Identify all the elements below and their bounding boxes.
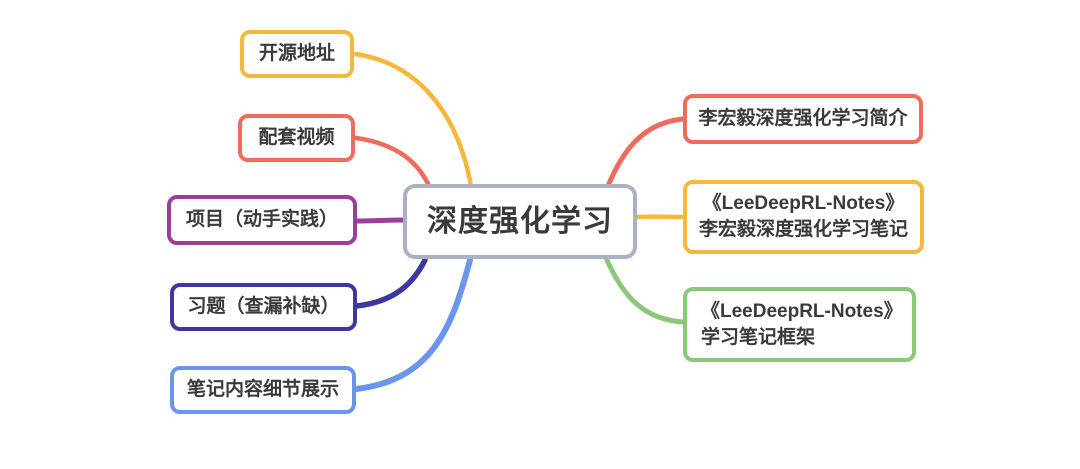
node-framework-label: 《LeeDeepRL-Notes》 学习笔记框架: [701, 299, 903, 351]
edge-open-source: [353, 51, 474, 189]
node-lee-notes-line1: 《LeeDeepRL-Notes》: [702, 193, 905, 214]
node-framework-line1: 《LeeDeepRL-Notes》: [701, 300, 903, 322]
edge-intro: [605, 116, 686, 189]
node-exercises-label: 习题（查漏补缺）: [187, 296, 340, 317]
central-topic-label: 深度强化学习: [427, 204, 613, 238]
edge-project: [354, 217, 408, 224]
edge-framework: [603, 255, 687, 325]
node-lee-notes-label: 《LeeDeepRL-Notes》 李宏毅深度强化学习笔记: [699, 191, 908, 243]
node-note-details-label: 笔记内容细节展示: [186, 379, 339, 400]
node-project[interactable]: 项目（动手实践）: [167, 195, 357, 245]
central-topic[interactable]: 深度强化学习: [403, 184, 637, 259]
node-open-source[interactable]: 开源地址: [240, 30, 354, 78]
node-exercises[interactable]: 习题（查漏补缺）: [170, 283, 357, 331]
edge-video: [353, 135, 433, 191]
node-lee-notes-line2: 李宏毅深度强化学习笔记: [698, 219, 908, 240]
node-lee-notes[interactable]: 《LeeDeepRL-Notes》 李宏毅深度强化学习笔记: [683, 180, 924, 254]
node-note-details[interactable]: 笔记内容细节展示: [170, 366, 356, 414]
node-video-label: 配套视频: [258, 127, 335, 148]
node-framework-line2: 学习笔记框架: [701, 326, 816, 348]
node-project-label: 项目（动手实践）: [185, 209, 338, 230]
edge-note-details: [353, 257, 473, 392]
node-intro[interactable]: 李宏毅深度强化学习简介: [683, 94, 923, 144]
node-intro-label: 李宏毅深度强化学习简介: [698, 108, 908, 129]
edge-exercises: [353, 257, 428, 309]
node-video[interactable]: 配套视频: [238, 114, 355, 162]
node-framework[interactable]: 《LeeDeepRL-Notes》 学习笔记框架: [683, 287, 916, 362]
node-open-source-label: 开源地址: [258, 43, 335, 64]
